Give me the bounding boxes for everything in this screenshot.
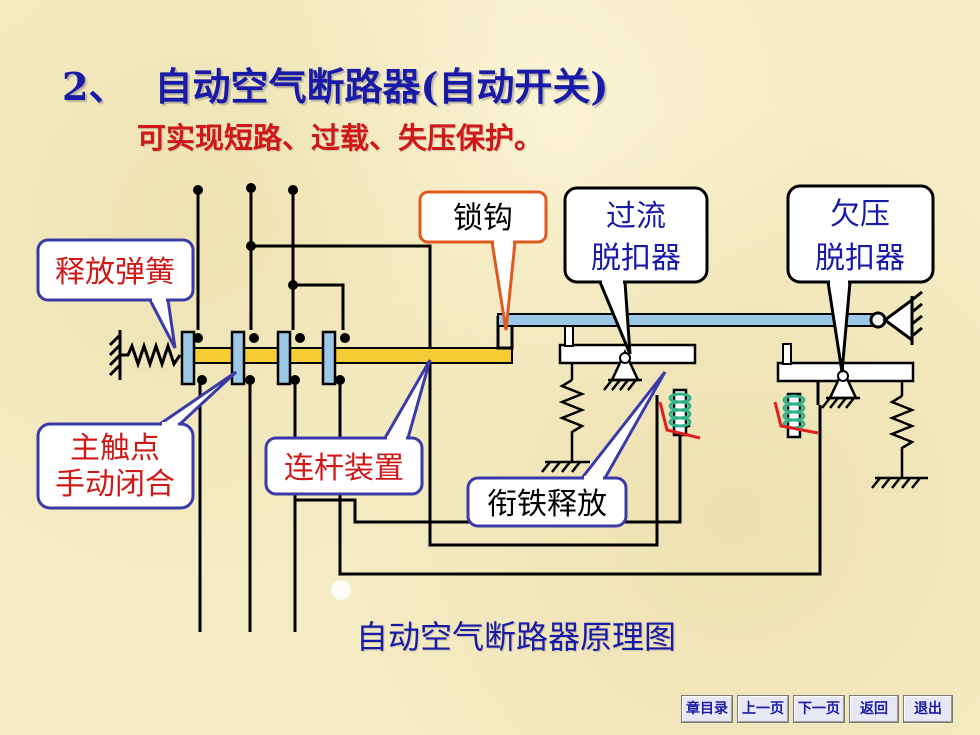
undervoltage-label-line2: 脱扣器: [815, 241, 905, 276]
back-button[interactable]: 返回: [849, 695, 899, 723]
callout-overcurrent-release: 过流 脱扣器: [563, 186, 709, 355]
undervoltage-release: [773, 343, 928, 489]
linkage-label: 连杆装置: [284, 451, 404, 486]
callout-lock-hook: 锁钩: [418, 190, 548, 331]
circuit-wires: [196, 188, 822, 632]
title-text: 自动空气断路器(自动开关): [154, 64, 609, 109]
callout-linkage: 连杆装置: [264, 359, 432, 496]
exit-button[interactable]: 退出: [903, 695, 953, 723]
main-contact-label-line1: 主触点: [70, 431, 160, 466]
overcurrent-release: [541, 325, 701, 473]
release-spring-mechanism: [108, 330, 182, 380]
lock-hook-label: 锁钩: [453, 201, 513, 236]
callout-main-contact: 主触点 手动闭合: [36, 370, 238, 510]
overcurrent-label-line1: 过流: [606, 199, 666, 234]
terminal-dots: [193, 183, 350, 385]
slide-subtitle: 可实现短路、过载、失压保护。: [137, 121, 544, 155]
callout-release-spring: 释放弹簧: [36, 238, 195, 349]
slide-navigation: 章目录 上一页 下一页 返回 退出: [681, 695, 953, 723]
chapter-index-button[interactable]: 章目录: [681, 695, 733, 723]
callout-armature-release: 衔铁释放: [466, 371, 667, 528]
armature-release-label: 衔铁释放: [487, 487, 607, 522]
release-spring-label: 释放弹簧: [55, 255, 175, 290]
prev-page-button[interactable]: 上一页: [737, 695, 789, 723]
undervoltage-label-line1: 欠压: [830, 197, 890, 232]
main-contacts: [180, 330, 337, 386]
main-contact-label-line2: 手动闭合: [55, 467, 175, 502]
section-number: 2、: [62, 64, 127, 109]
diagram-caption: 自动空气断路器原理图: [356, 618, 677, 656]
trip-bar: [497, 313, 877, 327]
right-pivot: [869, 290, 923, 345]
callout-undervoltage-release: 欠压 脱扣器: [786, 184, 935, 373]
overcurrent-label-line2: 脱扣器: [591, 241, 681, 276]
next-page-button[interactable]: 下一页: [793, 695, 845, 723]
slide-title: 2、自动空气断路器(自动开关): [62, 56, 608, 111]
